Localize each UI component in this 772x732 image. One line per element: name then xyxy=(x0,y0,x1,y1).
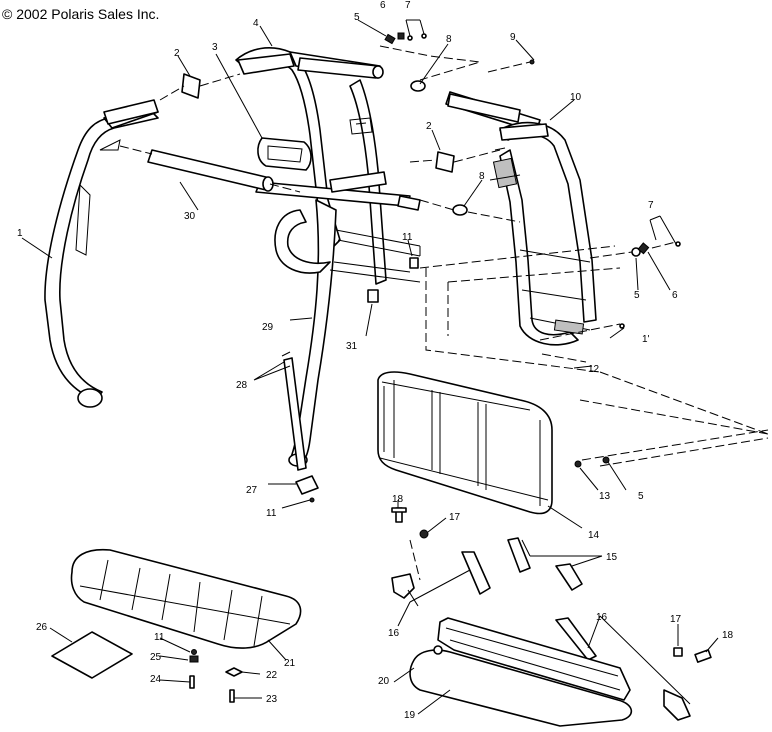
callout-18: 18 xyxy=(392,494,404,505)
assembly-dashed-lines xyxy=(419,245,769,467)
callout-10: 10 xyxy=(570,92,582,103)
pad-right-lower xyxy=(499,123,549,141)
callout-2: 2 xyxy=(174,48,180,59)
clamp-2a xyxy=(181,73,201,99)
front-loop-handle xyxy=(274,209,331,274)
bolt-18b xyxy=(694,649,712,663)
callout-1: 1 xyxy=(17,228,23,239)
strap-15a xyxy=(461,551,491,595)
clip-25 xyxy=(189,655,199,663)
callout-9: 9 xyxy=(510,32,516,43)
callout-8: 8 xyxy=(479,171,485,182)
callout-23: 23 xyxy=(266,694,278,705)
callout-17: 17 xyxy=(449,512,461,523)
callout-28: 28 xyxy=(236,380,248,391)
mount-plate-3 xyxy=(257,137,312,171)
callout-14: 14 xyxy=(588,530,600,541)
callout-13: 13 xyxy=(599,491,611,502)
callout-4: 4 xyxy=(253,18,259,29)
callout-18: 18 xyxy=(722,630,734,641)
callout-7: 7 xyxy=(648,200,654,211)
callout-1-prime: 1' xyxy=(642,334,650,345)
callout-6: 6 xyxy=(380,0,386,11)
pad-right-top xyxy=(447,93,521,123)
spacer-31 xyxy=(367,289,379,303)
callout-20: 20 xyxy=(378,676,390,687)
callout-16: 16 xyxy=(596,612,608,623)
pad-30 xyxy=(147,149,271,191)
callout-25: 25 xyxy=(150,652,162,663)
cushion-fasteners xyxy=(189,649,243,703)
latch-16a xyxy=(391,573,415,599)
pad-rear-left xyxy=(103,99,159,125)
callout-11: 11 xyxy=(266,508,277,519)
plate-22 xyxy=(225,667,243,677)
callout-11: 11 xyxy=(402,232,413,243)
bracket-27 xyxy=(295,475,319,495)
right-hoop-inner-tube xyxy=(499,149,579,346)
right-hoop-plate xyxy=(553,319,585,335)
mid-brace xyxy=(335,229,421,257)
leader-lines xyxy=(21,19,719,715)
fittings xyxy=(159,19,681,503)
left-hoop-foot xyxy=(77,388,103,408)
callout-15: 15 xyxy=(606,552,618,563)
callout-5: 5 xyxy=(634,290,640,301)
nut-17a xyxy=(419,529,429,539)
callout-3: 3 xyxy=(212,42,218,53)
callout-11: 11 xyxy=(154,632,165,643)
grab-bar-pads xyxy=(103,53,549,211)
seat-bottom-hardware xyxy=(391,507,712,727)
callout-5: 5 xyxy=(638,491,644,502)
callout-17: 17 xyxy=(670,614,682,625)
bolt-11c xyxy=(191,649,197,655)
callout-12: 12 xyxy=(588,364,600,375)
callout-16: 16 xyxy=(388,628,400,639)
callout-2: 2 xyxy=(426,121,432,132)
callout-24: 24 xyxy=(150,674,162,685)
callout-8: 8 xyxy=(446,34,452,45)
bolt-24 xyxy=(189,675,195,689)
copyright-notice: © 2002 Polaris Sales Inc. xyxy=(2,6,160,22)
callout-29: 29 xyxy=(262,322,274,333)
left-hoop-tube xyxy=(44,109,159,401)
callout-30: 30 xyxy=(184,211,196,222)
callout-22: 22 xyxy=(266,670,278,681)
callout-21: 21 xyxy=(284,658,296,669)
top-right-upright xyxy=(349,79,387,285)
grommet-8b xyxy=(452,204,468,216)
seat-pan-19 xyxy=(409,649,633,727)
callout-6: 6 xyxy=(672,290,678,301)
seat-cushion-21 xyxy=(70,548,302,649)
seat-back-14 xyxy=(377,371,610,515)
bolt-11a xyxy=(409,257,419,269)
latch-handle xyxy=(663,689,691,721)
callout-31: 31 xyxy=(346,341,358,352)
left-hoop-bracket xyxy=(75,183,91,256)
strap-15b xyxy=(507,537,531,573)
strap-15c xyxy=(555,563,583,591)
callout-numbers: 1 2 3 4 5 6 7 8 9 10 2 8 30 11 7 5 6 1' … xyxy=(17,0,734,721)
callout-27: 27 xyxy=(246,485,258,496)
callout-5: 5 xyxy=(354,12,360,23)
decal-26 xyxy=(51,631,133,679)
callout-7: 7 xyxy=(405,0,411,11)
strap-28 xyxy=(283,357,307,471)
seat-frame-20 xyxy=(437,617,631,701)
callout-26: 26 xyxy=(36,622,48,633)
screw-23 xyxy=(229,689,235,703)
pad-center-right xyxy=(329,171,387,193)
pad-upper-left xyxy=(237,53,295,75)
grommet-8a xyxy=(410,80,426,92)
strap-16b xyxy=(555,617,597,661)
nut-17b xyxy=(673,647,683,657)
callout-19: 19 xyxy=(404,710,416,721)
clamp-2b xyxy=(435,151,455,173)
